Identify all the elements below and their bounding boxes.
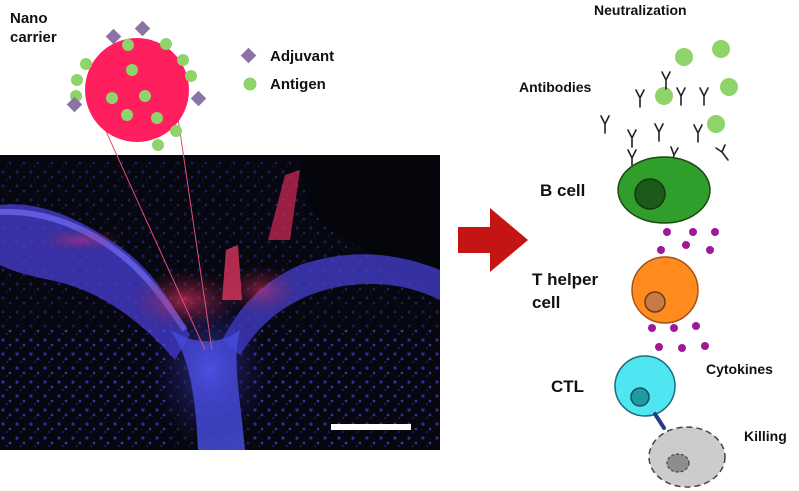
adjuvant-legend-icon	[240, 47, 257, 64]
adjuvants	[66, 20, 207, 113]
surface-antigens	[70, 38, 197, 151]
legend-item-antigen: Antigen	[270, 76, 326, 93]
b-cell-label: B cell	[540, 181, 585, 200]
cytokines-top	[657, 228, 719, 254]
ctl-label: CTL	[551, 377, 584, 396]
antibodies-label: Antibodies	[519, 79, 592, 95]
nanocarrier-core	[85, 38, 189, 142]
red-arrow-icon	[458, 208, 528, 272]
legend: Adjuvant Antigen	[240, 47, 334, 93]
t-helper-label-line1: T helper	[532, 270, 599, 289]
ctl-cell	[614, 355, 676, 417]
ctl-contact	[653, 412, 666, 430]
nanocarrier: Nano carrier	[10, 10, 207, 151]
legend-item-adjuvant: Adjuvant	[270, 48, 334, 65]
neutralized-antigens	[655, 40, 738, 133]
b-cell-nucleus	[634, 178, 666, 210]
antigen-legend-icon	[243, 77, 257, 91]
cytokines-label: Cytokines	[706, 361, 773, 377]
neutralization-label: Neutralization	[594, 2, 687, 18]
target-cell-nucleus	[666, 453, 690, 473]
zoom-lines	[99, 117, 213, 351]
killing-label: Killing	[744, 428, 787, 444]
immune-response: Neutralization Antibodies B cell	[519, 2, 787, 488]
micrograph	[0, 155, 440, 450]
t-helper-label-line2: cell	[532, 293, 560, 312]
scale-bar	[331, 424, 411, 430]
nanocarrier-label-line2: carrier	[10, 29, 57, 46]
nanocarrier-label-line1: Nano	[10, 10, 48, 27]
t-helper-cell	[631, 256, 699, 324]
internal-antigens	[106, 64, 163, 124]
t-helper-nucleus	[644, 291, 666, 313]
ctl-nucleus	[630, 387, 650, 407]
cytokines-bottom	[648, 322, 709, 352]
